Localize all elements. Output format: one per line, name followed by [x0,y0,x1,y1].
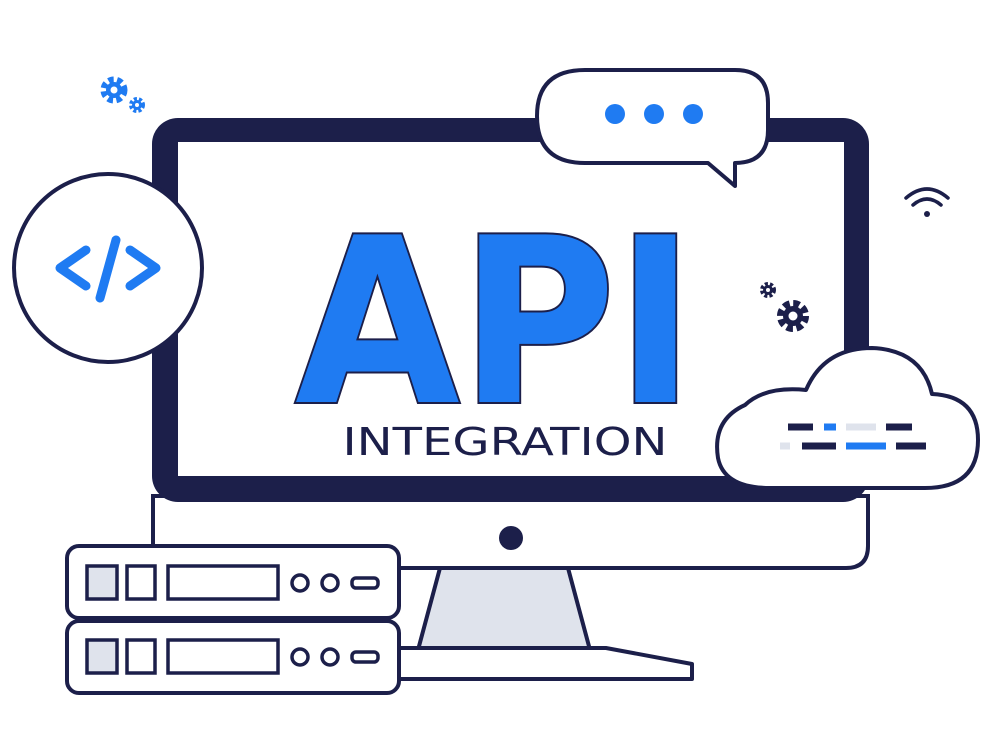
monitor-stand [416,566,592,652]
integration-subtitle: INTEGRATION [343,420,668,464]
monitor-base [396,646,694,681]
api-title: API [295,190,695,457]
chat-bubble-icon [535,68,770,188]
server-unit [65,544,401,620]
cloud-data-lines [780,423,926,450]
server-icon [65,544,401,695]
chat-dot [644,104,664,124]
gear-icon [100,76,145,113]
monitor-power-button [499,526,523,550]
wifi-icon [904,187,950,217]
code-badge [12,172,204,364]
server-unit [65,619,401,695]
cloud-icon [715,346,980,490]
chat-dot [605,104,625,124]
monitor-icon [151,118,870,681]
gear-icon [760,282,809,332]
chat-dot [683,104,703,124]
code-icon [55,235,161,303]
